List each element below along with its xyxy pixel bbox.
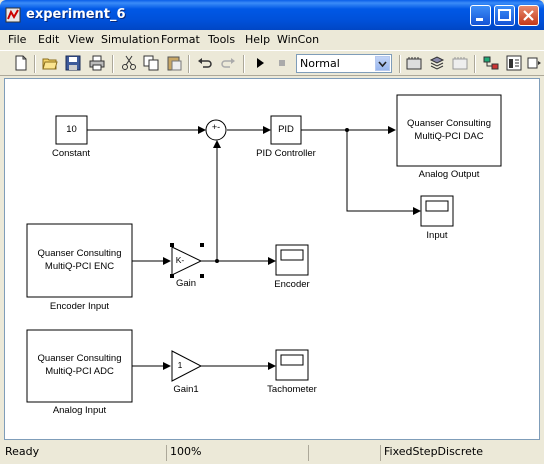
selection-handle[interactable]	[200, 243, 204, 247]
menu-edit[interactable]: Edit	[38, 33, 60, 46]
simulink-app-icon	[5, 7, 21, 23]
window-title: experiment_6	[26, 7, 126, 22]
analog-output-label: Analog Output	[418, 169, 480, 180]
input-scope-label: Input	[426, 230, 448, 241]
status-empty	[308, 445, 380, 461]
encoder-scope-label: Encoder	[274, 279, 310, 290]
toolbar-separator	[474, 55, 476, 73]
menu-bar: File Edit View Simulation Format Tools H…	[0, 30, 544, 50]
paste-icon[interactable]	[166, 55, 182, 71]
new-model-icon[interactable]	[13, 55, 29, 71]
cut-icon[interactable]	[121, 55, 137, 71]
analog-input-label: Analog Input	[52, 405, 107, 416]
stop-simulation-icon[interactable]	[274, 55, 290, 71]
selection-handle[interactable]	[200, 274, 204, 278]
gain1-label: Gain1	[173, 384, 199, 395]
close-button[interactable]	[518, 5, 539, 26]
chevron-down-icon[interactable]	[375, 56, 390, 71]
toolbar-separator	[34, 55, 36, 73]
scope-icon	[280, 354, 304, 366]
copy-icon[interactable]	[143, 55, 159, 71]
analog-output-block[interactable]	[396, 94, 502, 167]
start-simulation-icon[interactable]	[252, 55, 268, 71]
toolbar-separator	[243, 55, 245, 73]
status-solver: FixedStepDiscrete	[380, 445, 542, 461]
open-folder-icon[interactable]	[42, 55, 58, 71]
selection-handle[interactable]	[170, 243, 174, 247]
toolbar-separator	[399, 55, 401, 73]
redo-icon[interactable]	[220, 55, 236, 71]
sum-block[interactable]	[205, 119, 227, 141]
close-icon	[523, 10, 534, 21]
minimize-icon	[476, 18, 483, 21]
build-model-icon[interactable]	[406, 55, 422, 71]
status-zoom: 100%	[166, 445, 308, 461]
simulation-mode-value: Normal	[300, 57, 340, 70]
toolbar: Normal	[0, 50, 544, 76]
gain1-block[interactable]	[171, 350, 203, 382]
pid-text: PID	[278, 124, 294, 135]
pid-controller-block[interactable]	[270, 115, 302, 145]
enc-line1: Quanser Consulting	[37, 248, 122, 259]
selection-handle[interactable]	[170, 274, 174, 278]
encoder-input-label: Encoder Input	[49, 301, 110, 312]
minimize-button[interactable]	[470, 5, 491, 26]
title-bar[interactable]: experiment_6	[0, 0, 544, 30]
gain-block[interactable]	[171, 246, 203, 276]
adc-line2: MultiQ-PCI ADC	[45, 366, 114, 377]
menu-tools[interactable]: Tools	[208, 33, 236, 46]
print-icon[interactable]	[89, 55, 105, 71]
scope-icon	[425, 200, 449, 212]
constant-label: Constant	[51, 148, 91, 159]
maximize-icon	[498, 9, 511, 21]
toolbar-more-icon[interactable]	[526, 55, 542, 71]
dac-line2: MultiQ-PCI DAC	[414, 131, 484, 142]
menu-format[interactable]: Format	[161, 33, 200, 46]
model-canvas[interactable]: 10 +- PID Quanser Consulting MultiQ-PCI …	[4, 78, 540, 440]
library-browser-icon[interactable]	[452, 55, 468, 71]
menu-wincon[interactable]: WinCon	[277, 33, 320, 46]
simulation-mode-select[interactable]: Normal	[296, 54, 392, 73]
constant-value: 10	[66, 124, 77, 135]
sum-signs: +-	[211, 122, 221, 132]
model-explorer-icon[interactable]	[483, 55, 499, 71]
gain-label: Gain	[175, 278, 197, 289]
update-diagram-icon[interactable]	[429, 55, 445, 71]
dac-line1: Quanser Consulting	[407, 118, 491, 129]
tachometer-label: Tachometer	[267, 384, 317, 395]
adc-line1: Quanser Consulting	[37, 353, 122, 364]
save-icon[interactable]	[65, 55, 81, 71]
status-bar: Ready 100% FixedStepDiscrete	[0, 442, 544, 464]
enc-line2: MultiQ-PCI ENC	[44, 261, 115, 272]
maximize-button[interactable]	[494, 5, 515, 26]
menu-help[interactable]: Help	[245, 33, 271, 46]
gain-text: K-	[175, 255, 185, 265]
scope-icon	[280, 249, 304, 261]
menu-file[interactable]: File	[8, 33, 27, 46]
encoder-input-block[interactable]	[26, 223, 133, 298]
toolbar-separator	[188, 55, 190, 73]
undo-icon[interactable]	[197, 55, 213, 71]
debugger-icon[interactable]	[506, 55, 522, 71]
menu-simulation[interactable]: Simulation	[101, 33, 160, 46]
status-state: Ready	[5, 445, 40, 458]
analog-input-block[interactable]	[26, 329, 133, 403]
constant-block[interactable]	[55, 115, 88, 145]
menu-view[interactable]: View	[68, 33, 95, 46]
toolbar-separator	[112, 55, 114, 73]
signal-lines	[26, 94, 502, 403]
signal-pid-to-input-scope	[346, 130, 421, 215]
gain1-text: 1	[177, 360, 183, 370]
pid-label: PID Controller	[256, 148, 316, 159]
